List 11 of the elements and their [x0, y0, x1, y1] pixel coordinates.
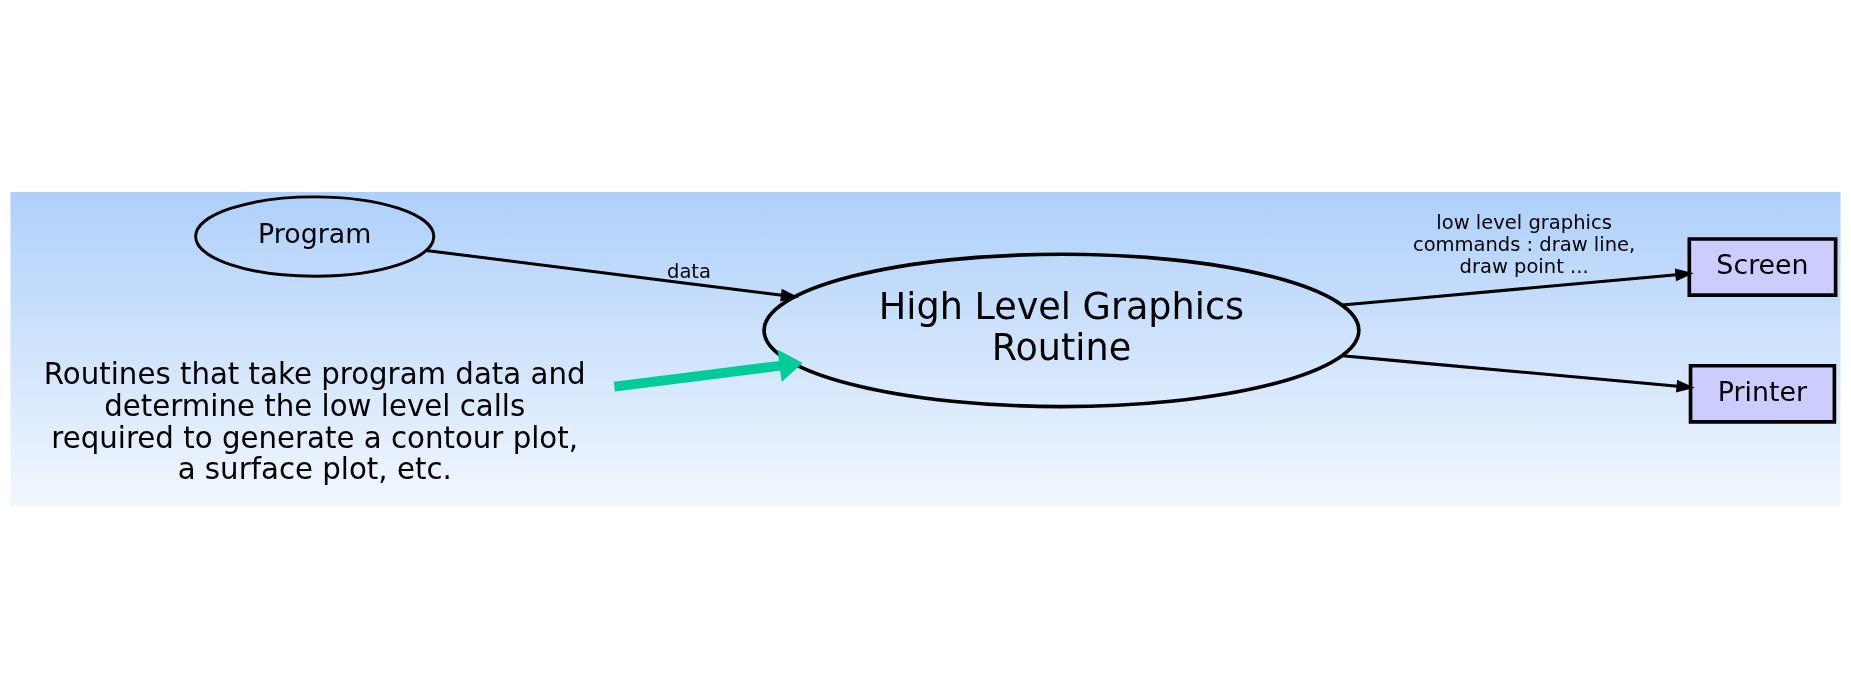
node-ellipse: High Level Graphics Routine — [762, 252, 1361, 409]
node-ellipse: Program — [194, 195, 436, 278]
edge-label: low level graphics commands : draw line, draw point ... — [1412, 210, 1636, 278]
node-text: Routines that take program data and determine the low level calls required to generate a contour plot, a surface plot, etc. — [43, 357, 586, 487]
arrow — [425, 248, 800, 302]
arrow — [1342, 268, 1694, 307]
node-box: Screen — [1687, 237, 1838, 297]
node-box: Printer — [1688, 363, 1837, 424]
arrow — [613, 349, 803, 392]
arrow — [1342, 354, 1695, 393]
edge-label: data — [667, 259, 711, 283]
